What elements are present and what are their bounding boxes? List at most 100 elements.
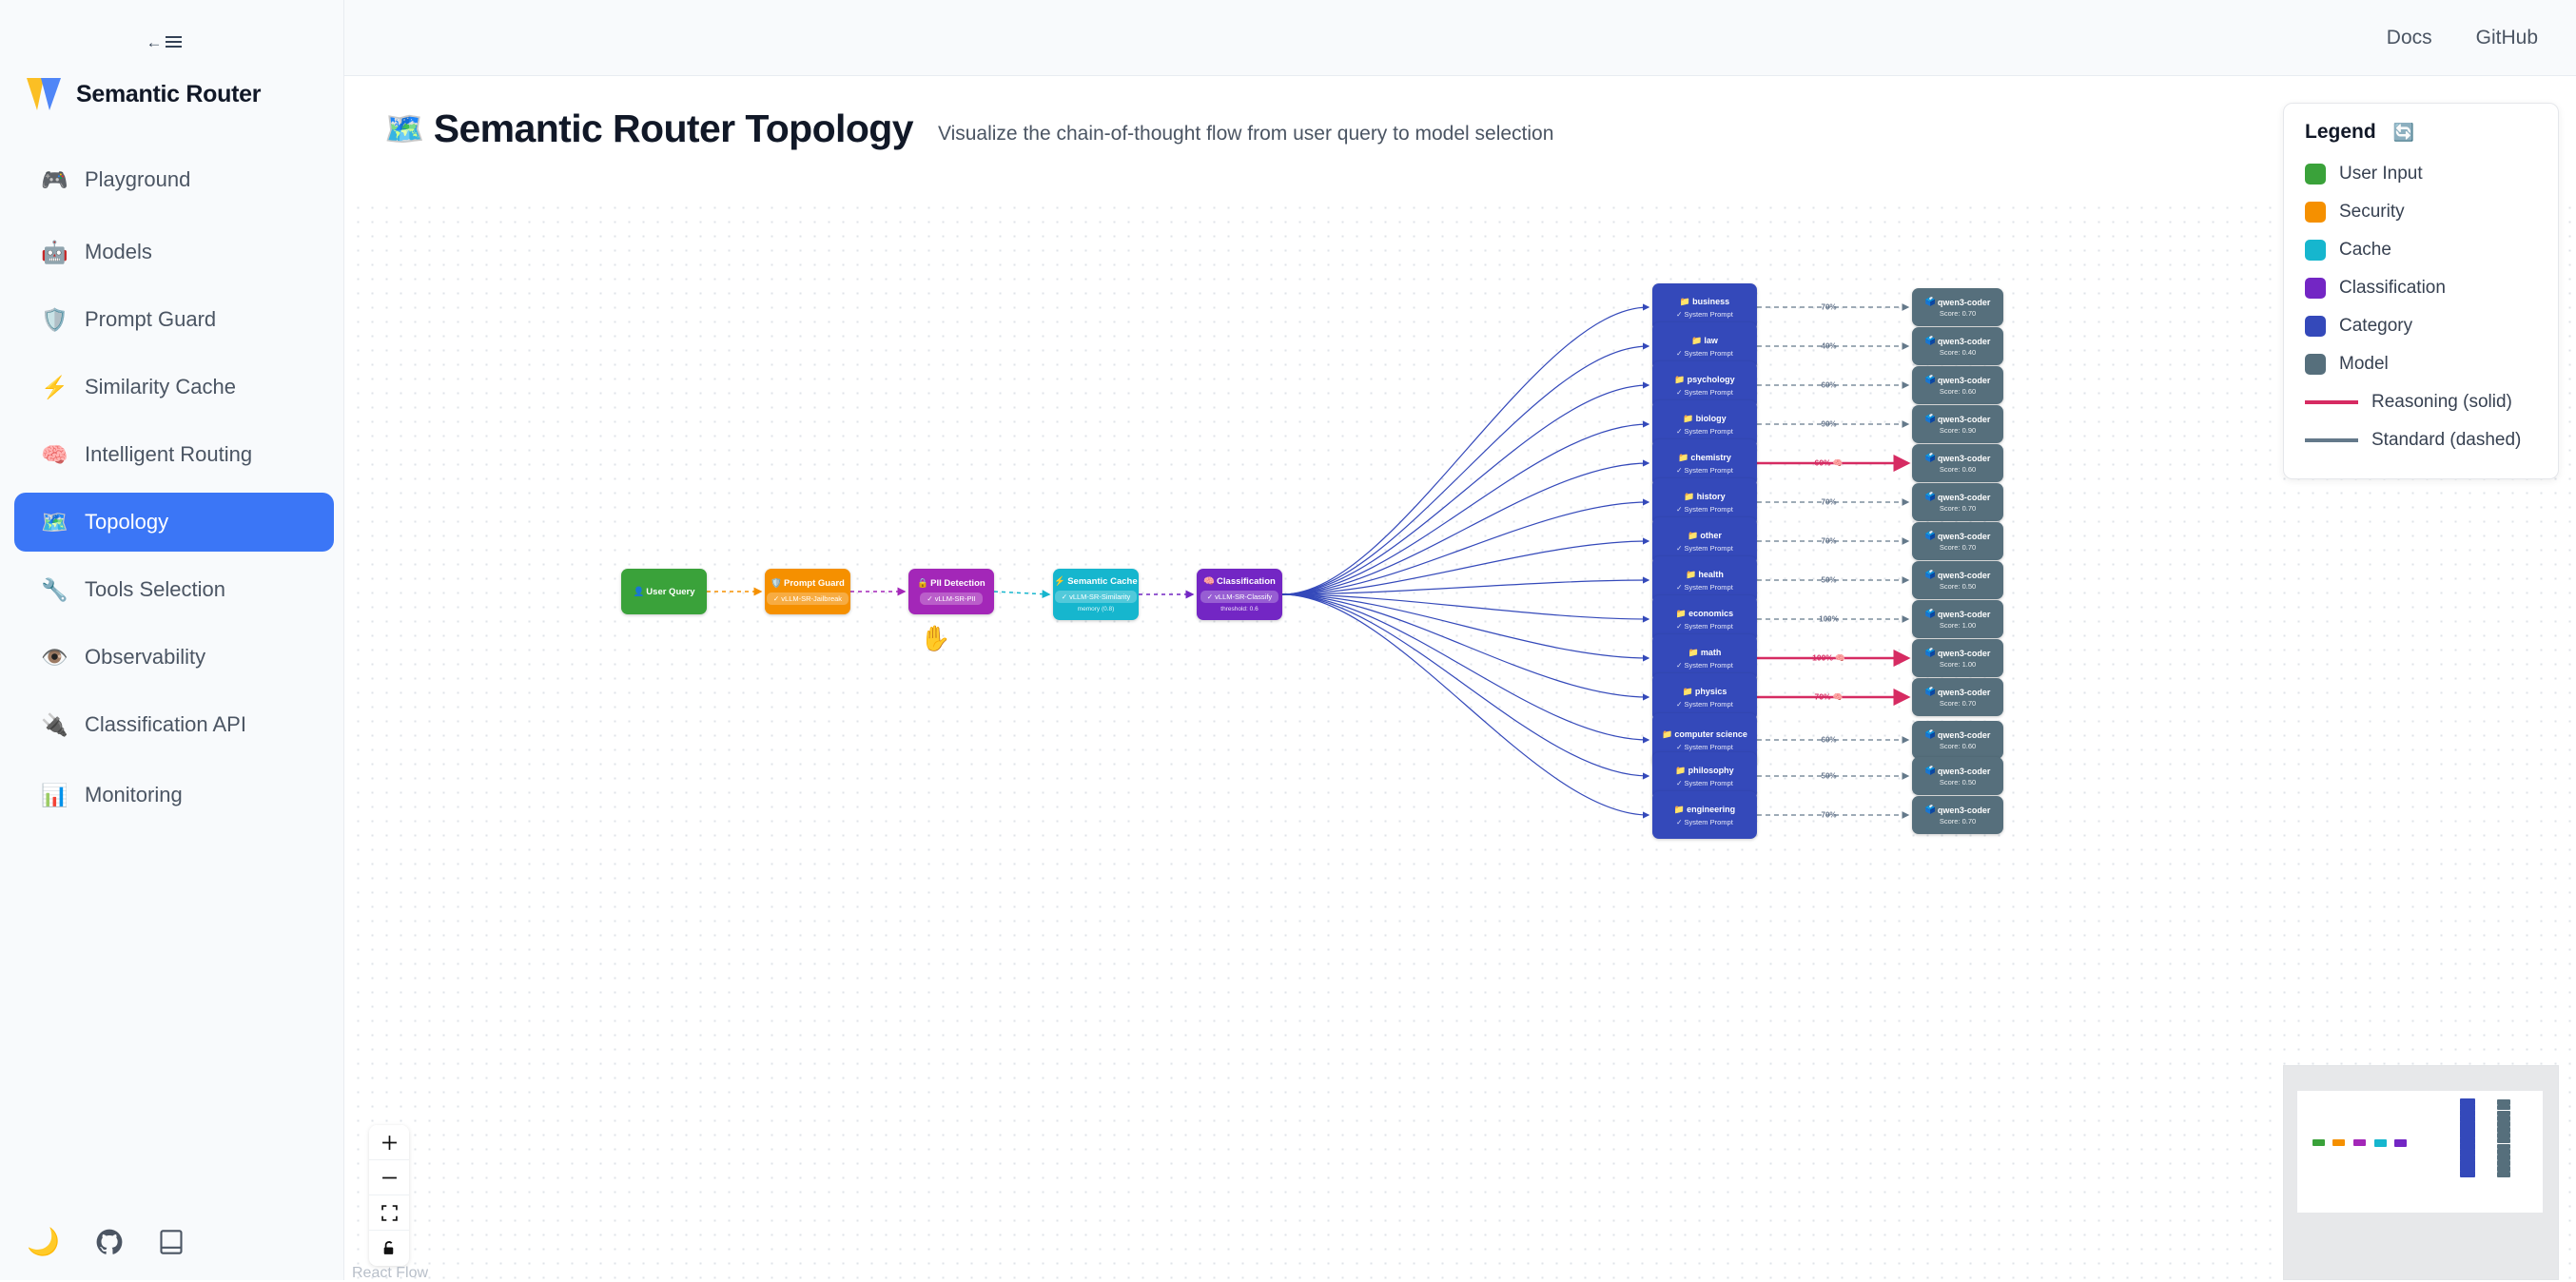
fit-view-button[interactable]	[369, 1195, 409, 1231]
sidebar-item-playground[interactable]: 🎮 Playground	[14, 150, 334, 209]
node-title-text: other	[1700, 531, 1722, 541]
node-title-text: qwen3-coder	[1938, 730, 1991, 740]
edge-label-chemistry: 60% 🧠	[1815, 458, 1844, 469]
node-score: Score: 0.60	[1940, 387, 1976, 396]
moon-icon[interactable]: 🌙	[27, 1229, 60, 1255]
sidebar-item-monitoring[interactable]: 📊 Monitoring	[14, 766, 334, 825]
node-badge: ✓ vLLM-SR-Classify	[1200, 591, 1278, 603]
sidebar-item-similarity-cache[interactable]: ⚡ Similarity Cache	[14, 358, 334, 417]
node-title: 🧠Classification	[1203, 576, 1276, 587]
node-pii[interactable]: 🔒PII Detection✓ vLLM-SR-PII	[908, 569, 994, 614]
node-score: Score: 0.70	[1940, 543, 1976, 552]
node-title: 🗳️qwen3-coder	[1925, 729, 1991, 740]
node-category-engineering[interactable]: 📁engineering✓ System Prompt	[1652, 791, 1757, 839]
sidebar-item-tools-selection[interactable]: 🔧 Tools Selection	[14, 560, 334, 619]
wrench-icon: 🔧	[41, 579, 68, 601]
minimap-node	[2497, 1133, 2510, 1138]
ballot-box-icon: 🗳️	[1925, 297, 1936, 307]
zoom-out-button[interactable]	[369, 1160, 409, 1195]
edge	[1282, 580, 1649, 594]
node-meta: ✓ System Prompt	[1676, 388, 1733, 397]
legend-swatch-icon	[2305, 316, 2326, 337]
node-title-text: physics	[1695, 687, 1727, 697]
node-user[interactable]: 👤User Query	[621, 569, 707, 614]
minimap[interactable]	[2283, 1065, 2559, 1280]
legend-label: Model	[2339, 354, 2389, 375]
sidebar-item-classification-api[interactable]: 🔌 Classification API	[14, 695, 334, 754]
sidebar-item-prompt-guard[interactable]: 🛡️ Prompt Guard	[14, 290, 334, 349]
node-title: 📁physics	[1683, 687, 1727, 697]
minimap-node	[2497, 1138, 2510, 1144]
node-meta: ✓ System Prompt	[1676, 583, 1733, 592]
node-badge: ✓ vLLM-SR-PII	[920, 592, 982, 605]
folder-icon: 📁	[1684, 492, 1694, 502]
legend-item-classification: Classification	[2305, 269, 2537, 307]
brand[interactable]: Semantic Router	[27, 78, 261, 110]
node-title: ⚡Semantic Cache	[1054, 576, 1137, 587]
node-title-text: history	[1697, 492, 1726, 502]
sidebar-item-intelligent-routing[interactable]: 🧠 Intelligent Routing	[14, 425, 334, 484]
github-link[interactable]: GitHub	[2476, 27, 2538, 49]
node-score: Score: 0.60	[1940, 465, 1976, 474]
edge-label-law: 40%	[1821, 342, 1836, 351]
legend-item-user-input: User Input	[2305, 155, 2537, 193]
sidebar-item-label: Observability	[85, 645, 205, 670]
collapse-sidebar-button[interactable]: ←	[143, 27, 185, 57]
node-title: 🗳️qwen3-coder	[1925, 766, 1991, 776]
sidebar-item-observability[interactable]: 👁️ Observability	[14, 628, 334, 687]
map-icon: 🗺️	[41, 512, 68, 534]
legend-swatch-icon	[2305, 240, 2326, 261]
github-icon[interactable]	[96, 1229, 123, 1255]
node-title: 🗳️qwen3-coder	[1925, 570, 1991, 580]
node-guard[interactable]: 🛡️Prompt Guard✓ vLLM-SR-Jailbreak	[765, 569, 850, 614]
node-title: 🛡️Prompt Guard	[771, 578, 845, 589]
node-meta: ✓ System Prompt	[1676, 544, 1733, 553]
node-title: 🗳️qwen3-coder	[1925, 609, 1991, 619]
edge	[1282, 463, 1649, 594]
node-title-text: qwen3-coder	[1938, 610, 1991, 619]
node-title: 🗳️qwen3-coder	[1925, 805, 1991, 815]
node-title-text: qwen3-coder	[1938, 298, 1991, 307]
book-icon[interactable]	[159, 1229, 184, 1255]
folder-icon: 📁	[1691, 336, 1702, 346]
node-title: 🗳️qwen3-coder	[1925, 336, 1991, 346]
node-score: Score: 0.70	[1940, 699, 1976, 708]
node-score: Score: 0.70	[1940, 817, 1976, 826]
node-title-text: qwen3-coder	[1938, 493, 1991, 502]
folder-icon: 📁	[1683, 414, 1693, 424]
node-title-text: qwen3-coder	[1938, 454, 1991, 463]
sidebar-item-models[interactable]: 🤖 Models	[14, 223, 334, 282]
lightning-icon: ⚡	[41, 377, 68, 398]
edge	[994, 592, 1049, 594]
minimap-node	[2497, 1099, 2510, 1105]
zoom-in-button[interactable]	[369, 1125, 409, 1160]
node-title: 📁math	[1688, 648, 1722, 658]
minimap-node	[2497, 1155, 2510, 1160]
edge	[1282, 346, 1649, 594]
topology-canvas[interactable]: 👤User Query 🛡️Prompt Guard✓ vLLM-SR-Jailb…	[345, 76, 2576, 1280]
legend-label: Reasoning (solid)	[2371, 392, 2512, 413]
node-title: 📁psychology	[1674, 375, 1734, 385]
minimap-node	[2497, 1127, 2510, 1133]
lock-button[interactable]	[369, 1231, 409, 1266]
sidebar-item-topology[interactable]: 🗺️ Topology	[14, 493, 334, 552]
docs-link[interactable]: Docs	[2387, 27, 2432, 49]
node-title: 📁engineering	[1674, 805, 1735, 815]
refresh-icon[interactable]: 🔄	[2393, 124, 2414, 141]
